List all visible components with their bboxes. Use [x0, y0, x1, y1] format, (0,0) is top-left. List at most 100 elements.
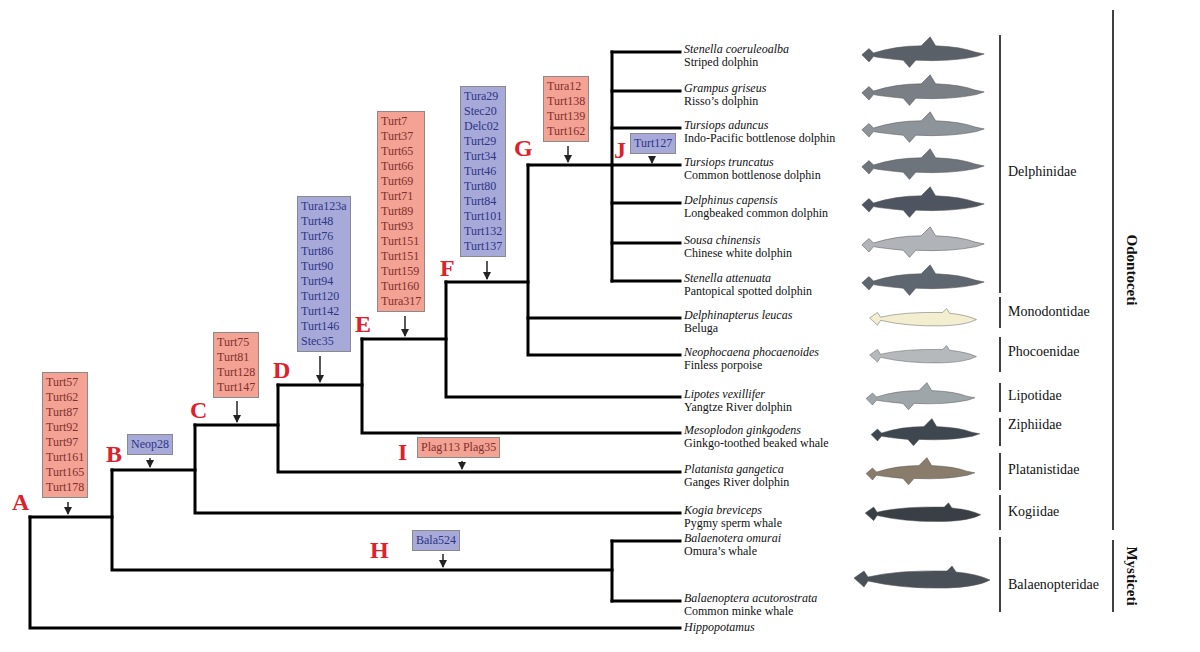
gene-list: Bala524: [416, 533, 456, 548]
species-name: Neophocaena phocaenoides: [684, 346, 819, 359]
bracket-line: [999, 337, 1001, 372]
species-name: Tursiops aduncus: [684, 119, 768, 132]
gene-box: Turt7 Turt37 Turt65 Turt66 Turt69 Turt71…: [377, 111, 425, 312]
beluga-figure: [870, 309, 977, 326]
dolphin-figure: [862, 75, 984, 106]
whale-figure: [865, 503, 981, 522]
species-name: Balaenoptera acutorostrata: [684, 592, 817, 605]
porpoise-figure: [870, 346, 977, 363]
common-name: Pantopical spotted dolphin: [684, 285, 812, 298]
branch: [528, 317, 680, 320]
gene-box: Bala524: [412, 530, 460, 551]
bracket-line: [999, 418, 1001, 446]
branch: [446, 282, 680, 397]
species-name: Delphinapterus leucas: [684, 309, 792, 322]
common-name: Common minke whale: [684, 605, 793, 618]
bracket-line: [999, 297, 1001, 328]
gene-box: Neop28: [127, 434, 173, 455]
common-name: Finless porpoise: [684, 359, 762, 372]
dolphin-figure: [862, 37, 984, 68]
gene-list: Tura29 Stec20 Delc02 Turt29 Turt34 Turt4…: [464, 89, 502, 254]
common-name: Risso’s dolphin: [684, 95, 758, 108]
branch: [278, 384, 362, 387]
leader-arrow: [567, 146, 569, 162]
species-name: Kogia breviceps: [684, 504, 762, 517]
dolphin-figure: [866, 458, 975, 485]
branch: [611, 541, 614, 601]
branch: [362, 338, 446, 341]
clade-letter: D: [273, 358, 290, 382]
family-name: Lipotidae: [1008, 388, 1062, 404]
animal-illustrations: [854, 37, 990, 588]
gene-box: Tura12 Turt138 Turt139 Turt162: [543, 76, 589, 142]
branch: [30, 517, 680, 628]
clade-letter: A: [12, 490, 29, 514]
species-name: Grampus griseus: [684, 82, 766, 95]
leader-arrow: [404, 316, 406, 336]
dolphin-figure: [862, 265, 984, 296]
gene-list: Turt57 Turt62 Turt87 Turt92 Turt97 Turt1…: [46, 375, 84, 495]
family-name: Ziphiidae: [1008, 417, 1062, 433]
family-brackets: [1000, 10, 1113, 612]
leader-arrow: [319, 356, 321, 382]
gene-box: Tura29 Stec20 Delc02 Turt29 Turt34 Turt4…: [460, 86, 506, 257]
species-name: Stenella coeruleoalba: [684, 43, 789, 56]
clade-letter: B: [106, 442, 122, 466]
leader-arrow: [442, 554, 444, 567]
dolphin-figure: [862, 149, 984, 180]
leader-arrow: [67, 502, 69, 514]
gene-box: Tura123a Turt48 Turt76 Turt86 Turt90 Tur…: [297, 196, 351, 352]
leader-arrow: [236, 401, 238, 422]
bracket-line: [1112, 10, 1114, 530]
dolphin-figure: [862, 227, 984, 258]
common-name: Chinese white dolphin: [684, 247, 792, 260]
gene-box: Turt75 Turt81 Turt128 Turt147: [213, 332, 259, 398]
leader-arrows: [68, 146, 652, 567]
species-name: Delphinus capensis: [684, 194, 778, 207]
branch: [195, 424, 278, 427]
leader-arrow: [461, 461, 463, 469]
clade-letter: I: [398, 440, 407, 464]
family-name: Phocoenidae: [1008, 344, 1080, 360]
family-name: Kogiidae: [1008, 504, 1059, 520]
species-name: Balaenotera omurai: [684, 532, 781, 545]
leader-arrow: [149, 458, 151, 467]
bracket-line: [999, 453, 1001, 490]
bracket-line: [999, 495, 1001, 530]
clade-letter: H: [370, 538, 389, 562]
gene-box: Turt57 Turt62 Turt87 Turt92 Turt97 Turt1…: [42, 372, 88, 498]
branch: [528, 165, 680, 355]
species-name: Hippopotamus: [684, 621, 755, 634]
bracket-line: [999, 383, 1001, 412]
common-name: Omura’s whale: [684, 545, 757, 558]
species-name: Tursiops truncatus: [684, 156, 774, 169]
common-name: Ganges River dolphin: [684, 476, 789, 489]
gene-list: Tura123a Turt48 Turt76 Turt86 Turt90 Tur…: [301, 199, 347, 349]
common-name: Yangtze River dolphin: [684, 401, 792, 414]
branch: [112, 470, 612, 570]
branch: [528, 164, 612, 167]
suborder-name: Mysticeti: [1123, 546, 1140, 605]
gene-box: Plag113 Plag35: [417, 437, 500, 458]
branch: [362, 339, 680, 433]
dolphin-figure: [862, 187, 984, 218]
branch: [612, 540, 680, 543]
species-name: Sousa chinensis: [684, 234, 760, 247]
dolphin-figure: [866, 383, 975, 410]
common-name: Pygmy sperm whale: [684, 517, 782, 530]
family-name: Platanistidae: [1008, 462, 1080, 478]
branch: [612, 600, 680, 603]
common-name: Striped dolphin: [684, 56, 758, 69]
species-name: Platanista gangetica: [684, 463, 784, 476]
common-name: Longbeaked common dolphin: [684, 207, 828, 220]
common-name: Indo-Pacific bottlenose dolphin: [684, 132, 835, 145]
common-name: Beluga: [684, 322, 718, 335]
gene-list: Turt127: [634, 136, 672, 151]
whale-figure: [854, 566, 990, 588]
branch: [30, 516, 112, 519]
clade-letter: F: [440, 256, 455, 280]
family-name: Balaenopteridae: [1008, 577, 1099, 593]
clade-letter: E: [355, 312, 371, 336]
